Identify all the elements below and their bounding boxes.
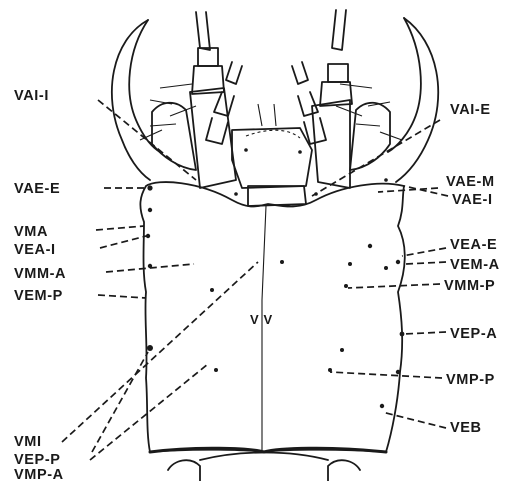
leader-vmi bbox=[62, 262, 258, 442]
leader-vea-e bbox=[402, 248, 446, 256]
label-vep-a: VEP-A bbox=[450, 326, 497, 342]
label-vae-i: VAE-I bbox=[452, 192, 493, 208]
left-antenna bbox=[192, 12, 224, 94]
leader-vma bbox=[96, 226, 144, 230]
label-vai-i: VAI-I bbox=[14, 88, 49, 104]
label-vmp-p: VMP-P bbox=[446, 372, 495, 388]
center-mark: V V bbox=[250, 312, 273, 327]
label-vmm-p: VMM-P bbox=[444, 278, 495, 294]
label-vmi: VMI bbox=[14, 434, 42, 450]
right-antenna bbox=[320, 10, 352, 106]
leader-vep-a bbox=[404, 332, 446, 334]
leader-vae-i bbox=[404, 186, 448, 196]
label-vem-p: VEM-P bbox=[14, 288, 63, 304]
labels-right: VAI-E VAE-M VAE-I VEA-E VEM-A VMM-P VEP-… bbox=[444, 102, 500, 436]
leader-vae-m bbox=[378, 188, 438, 192]
label-vmp-a: VMP-A bbox=[14, 467, 64, 481]
leader-vmm-p bbox=[348, 284, 440, 288]
leader-vep-p bbox=[92, 352, 148, 452]
label-vep-p: VEP-P bbox=[14, 452, 61, 468]
leader-lines-right bbox=[312, 120, 448, 428]
head-capsule: V V bbox=[140, 182, 404, 481]
labium bbox=[232, 104, 312, 206]
leader-vmp-p bbox=[330, 372, 442, 378]
leader-lines-left bbox=[62, 100, 258, 460]
maxillary-palps bbox=[150, 62, 380, 144]
leader-vem-a bbox=[406, 262, 446, 264]
labels-left: VAI-I VAE-E VMA VEA-I VMM-A VEM-P VMI VE… bbox=[14, 88, 66, 481]
label-vem-a: VEM-A bbox=[450, 257, 500, 273]
leader-veb bbox=[382, 412, 446, 428]
label-vea-e: VEA-E bbox=[450, 237, 497, 253]
label-vma: VMA bbox=[14, 224, 48, 240]
label-veb: VEB bbox=[450, 420, 482, 436]
label-vai-e: VAI-E bbox=[450, 102, 491, 118]
label-vae-m: VAE-M bbox=[446, 174, 495, 190]
label-vea-i: VEA-I bbox=[14, 242, 56, 258]
leader-vem-p bbox=[98, 295, 146, 298]
label-vmm-a: VMM-A bbox=[14, 266, 66, 282]
label-vae-e: VAE-E bbox=[14, 181, 60, 197]
leader-vea-i bbox=[100, 236, 146, 248]
